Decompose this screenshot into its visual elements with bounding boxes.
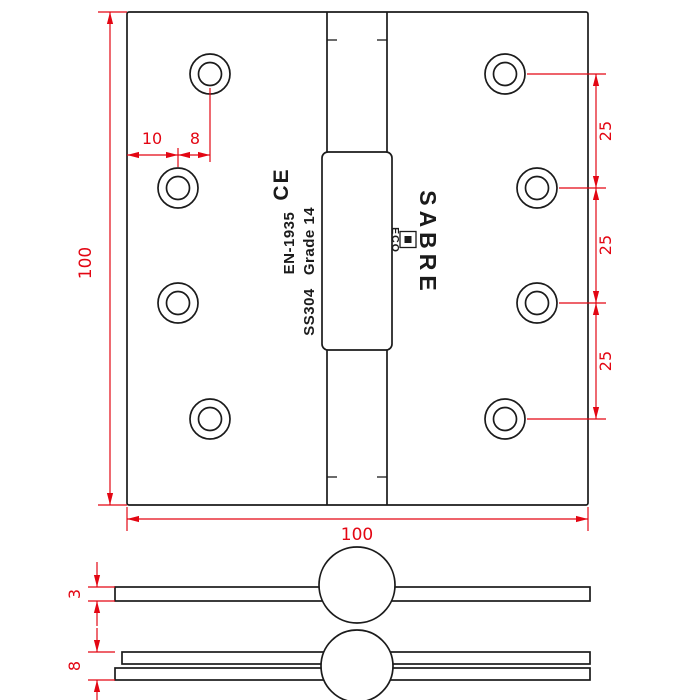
screw-hole-inner	[492, 406, 518, 432]
screw-hole	[484, 53, 526, 95]
side-view-open: 3	[65, 546, 591, 626]
material-marking: SS304	[301, 288, 318, 336]
screw-hole-inner	[524, 290, 550, 316]
front-view: CE EN-1935 Grade 14 SS304 SABRE ECO	[126, 11, 589, 506]
height-dim-label: 100	[76, 247, 96, 279]
grade-marking: Grade 14	[301, 207, 318, 275]
spacing-dim-label: 25	[596, 121, 615, 141]
screw-hole-inner	[197, 406, 223, 432]
dim-label-8: 8	[190, 129, 200, 148]
front-view-dimensions: 100 100 10 8 25 25 25	[76, 11, 615, 545]
side-view-closed: 8	[65, 628, 591, 700]
screw-hole-inner	[165, 175, 191, 201]
screw-hole	[157, 282, 199, 324]
standard-marking: EN-1935	[281, 212, 298, 275]
screw-hole-outer	[484, 398, 526, 440]
screw-hole-outer	[157, 282, 199, 324]
brand-logo-square	[399, 230, 417, 249]
screw-hole	[484, 398, 526, 440]
spacing-dim-label: 25	[596, 351, 615, 371]
screw-hole-outer	[484, 53, 526, 95]
paired-thickness-label: 8	[65, 661, 84, 671]
spacing-dim-label: 25	[596, 235, 615, 255]
hinge-plate-outline	[126, 11, 589, 506]
stamped-markings: CE EN-1935 Grade 14 SS304	[270, 167, 318, 335]
screw-hole	[157, 167, 199, 209]
screw-hole-outer	[189, 398, 231, 440]
screw-hole-outer	[516, 282, 558, 324]
dim-label-10: 10	[142, 129, 162, 148]
screw-hole	[516, 167, 558, 209]
screw-hole-inner	[492, 61, 518, 87]
brand-block: SABRE ECO	[389, 190, 441, 296]
screw-hole-outer	[516, 167, 558, 209]
brand-logo-dot	[404, 236, 412, 243]
screw-hole-inner	[197, 61, 223, 87]
screw-hole-outer	[157, 167, 199, 209]
width-dim-label: 100	[341, 525, 373, 545]
barrel-circle	[318, 546, 396, 624]
screw-hole	[189, 398, 231, 440]
single-leaf-thickness-label: 3	[65, 589, 84, 599]
screw-hole	[516, 282, 558, 324]
screw-hole-inner	[524, 175, 550, 201]
ce-mark: CE	[270, 167, 293, 200]
knuckle-center-segment	[321, 151, 393, 351]
screw-hole-inner	[165, 290, 191, 316]
barrel-circle	[320, 629, 394, 700]
brand-eco-label: ECO	[389, 227, 401, 253]
brand-name: SABRE	[415, 190, 441, 296]
